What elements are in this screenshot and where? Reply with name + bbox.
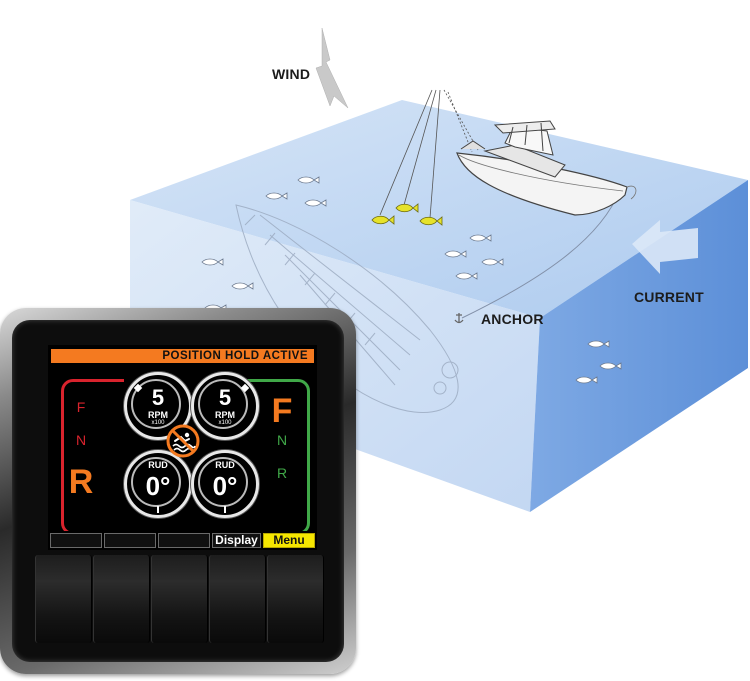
right-rudder-value: 0°: [212, 471, 238, 501]
fish-icon: [481, 258, 504, 266]
fish-icon: [469, 234, 492, 242]
display-screen: POSITION HOLD ACTIVE F N R F N R 5 RPM x…: [48, 345, 317, 550]
fish-icon: [395, 203, 419, 213]
fish-icon: [265, 192, 288, 200]
fish-icon: [297, 176, 320, 184]
anchor-line: [461, 189, 621, 319]
status-banner-text: POSITION HOLD ACTIVE: [162, 350, 308, 362]
right-gear-reverse: R: [276, 465, 288, 481]
hardware-button-2[interactable]: [93, 555, 150, 643]
gauge-ring: [131, 457, 181, 507]
rudder-tick: [157, 506, 159, 513]
softkey-1[interactable]: [50, 533, 102, 548]
fish-icon: [231, 282, 254, 290]
display-softkey[interactable]: Display: [212, 533, 261, 548]
wind-label: WIND: [272, 66, 311, 82]
target-fish: [371, 203, 443, 226]
wind-arrow-icon: [315, 27, 349, 109]
fish-icon: [599, 362, 622, 370]
current-label: CURRENT: [634, 289, 704, 305]
softkey-2[interactable]: [104, 533, 156, 548]
left-rudder-gauge: RUD 0°: [124, 450, 192, 518]
gauge-ring: [198, 379, 248, 429]
hardware-button-3[interactable]: [151, 555, 208, 643]
hardware-button-1[interactable]: [35, 555, 92, 643]
anchor-label: ANCHOR: [481, 311, 544, 327]
left-gear-neutral: N: [75, 432, 87, 448]
right-rpm-scale: x100: [218, 420, 232, 426]
right-rpm-unit: RPM: [215, 410, 235, 420]
left-rudder-label: RUD: [148, 460, 168, 470]
fish-icon: [575, 376, 598, 384]
right-rpm-value: 5: [218, 385, 232, 410]
fish-icon: [455, 272, 478, 280]
gauge-ring: [131, 379, 181, 429]
fish-icon: [371, 215, 395, 225]
water-top-face: [130, 100, 748, 318]
right-rudder-gauge: RUD 0°: [191, 450, 259, 518]
left-rpm-value: 5: [151, 385, 165, 410]
left-rudder-value: 0°: [145, 471, 171, 501]
left-gear-forward: F: [76, 399, 86, 415]
rudder-tick: [224, 506, 226, 513]
gauge-ring: [198, 457, 248, 507]
right-rpm-gauge: 5 RPM x100: [191, 372, 259, 440]
softkey-bar: Display Menu: [48, 531, 317, 550]
fish-icon: [304, 199, 327, 207]
hardware-button-4[interactable]: [209, 555, 266, 643]
left-rpm-scale: x100: [151, 420, 165, 426]
water-side-face: [530, 180, 748, 512]
left-rpm-unit: RPM: [148, 410, 168, 420]
no-swimming-icon: [166, 424, 200, 458]
fishing-lines: [379, 89, 479, 219]
fish-icon: [587, 340, 610, 348]
right-gear-forward-active: F: [271, 392, 293, 430]
boat-icon: [456, 120, 637, 216]
softkey-3[interactable]: [158, 533, 210, 548]
right-rudder-label: RUD: [215, 460, 235, 470]
fish-school: [201, 176, 622, 384]
current-arrow-icon: [632, 220, 698, 274]
fish-icon: [201, 258, 224, 266]
fish-icon: [444, 250, 467, 258]
left-gear-reverse-active: R: [68, 463, 94, 501]
menu-softkey[interactable]: Menu: [263, 533, 315, 548]
anchor-icon: [454, 313, 464, 324]
hardware-button-row: [35, 555, 325, 643]
status-banner: POSITION HOLD ACTIVE: [51, 349, 314, 363]
hardware-button-5[interactable]: [267, 555, 324, 643]
right-gear-neutral: N: [276, 432, 288, 448]
fish-icon: [419, 216, 443, 226]
